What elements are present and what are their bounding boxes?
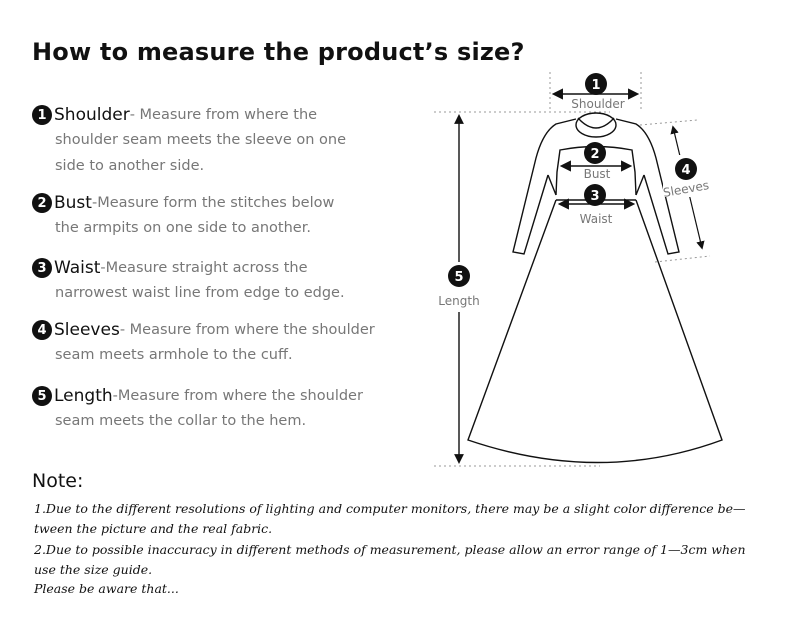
bust-badge: [584, 142, 606, 164]
item-description: -Measure straight across the: [100, 260, 308, 276]
item-description-line: shoulder seam meets the sleeve on one: [55, 132, 347, 148]
item-description: - Measure from where the shoulder: [119, 322, 375, 338]
length-badge: [448, 265, 470, 287]
item-description-line: seam meets the collar to the hem.: [55, 413, 307, 429]
shoulder-badge: [585, 73, 607, 95]
item-name: Waist: [54, 258, 101, 278]
guide-lines: [434, 72, 711, 467]
item-description: -Measure form the stitches below: [91, 195, 335, 211]
item-description-line: seam meets armhole to the cuff.: [55, 347, 293, 363]
length-badge-number: 5: [454, 270, 463, 285]
number-badge: 2: [32, 193, 52, 213]
note-title: Note:: [32, 470, 84, 492]
number-badge: 1: [32, 105, 52, 125]
sleeves-badge: [675, 158, 697, 180]
length-label: Length: [438, 294, 479, 308]
shoulder-label: Shoulder: [571, 97, 625, 111]
item-description-line: side to another side.: [55, 158, 205, 174]
item-name: Length: [54, 386, 113, 406]
measure-item-sleeves: 4 Sleeves - Measure from where the shoul…: [32, 318, 402, 368]
item-description: -Measure from where the shoulder: [112, 388, 363, 404]
note-line: tween the picture and the real fabric.: [34, 521, 273, 536]
waist-badge-number: 3: [590, 189, 599, 204]
sleeves-badge-number: 4: [681, 163, 690, 178]
waist-label: Waist: [580, 212, 613, 226]
measure-item-bust: 2 Bust -Measure form the stitches below …: [32, 191, 402, 241]
item-description: - Measure from where the: [129, 107, 318, 123]
number-badge: 4: [32, 320, 52, 340]
number-badge: 5: [32, 386, 52, 406]
item-description-line: narrowest waist line from edge to edge.: [55, 285, 345, 301]
bust-badge-number: 2: [590, 147, 599, 162]
bust-label: Bust: [584, 167, 611, 181]
item-description-line: the armpits on one side to another.: [55, 220, 311, 236]
measure-item-waist: 3 Waist -Measure straight across the nar…: [32, 256, 402, 306]
item-name: Bust: [54, 193, 92, 213]
item-name: Sleeves: [54, 320, 120, 340]
page-title: How to measure the product’s size?: [32, 38, 525, 66]
note-line: 2.Due to possible inaccuracy in differen…: [34, 542, 746, 557]
measure-item-shoulder: 1 Shoulder - Measure from where the shou…: [32, 103, 402, 179]
note-line: Please be aware that...: [34, 581, 179, 596]
note-line: use the size guide.: [34, 562, 153, 577]
shoulder-badge-number: 1: [591, 78, 600, 93]
item-name: Shoulder: [54, 105, 130, 125]
note-line: 1.Due to the different resolutions of li…: [34, 501, 746, 516]
number-badge: 3: [32, 258, 52, 278]
measure-item-length: 5 Length -Measure from where the shoulde…: [32, 384, 402, 434]
